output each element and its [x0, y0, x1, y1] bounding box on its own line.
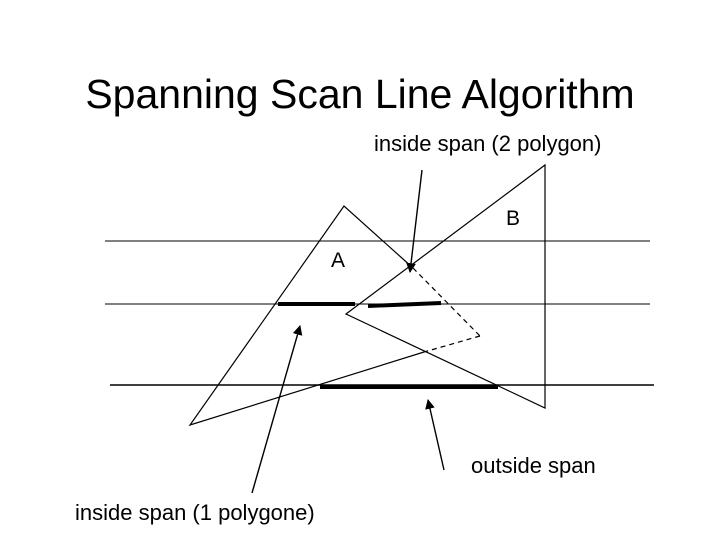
slide-title: Spanning Scan Line Algorithm — [85, 71, 635, 117]
polygon-b-outline — [344, 163, 546, 409]
arrow-outside-span — [425, 399, 445, 471]
polygon-a-edges — [188, 205, 425, 427]
label-outside-span: outside span — [471, 453, 596, 478]
polygon-a-hidden-edge — [423, 335, 481, 353]
arrow-inside-span-two — [406, 169, 423, 273]
label-inside-span-two: inside span (2 polygon) — [374, 131, 602, 156]
label-polygon-b: B — [506, 207, 521, 230]
label-inside-span-one: inside span (1 polygone) — [75, 500, 315, 525]
label-polygon-a: A — [331, 249, 346, 272]
polygon-a-hidden-edge — [412, 267, 481, 337]
inside-span-two-segment — [367, 301, 442, 308]
arrow-inside-span-one — [251, 325, 303, 494]
